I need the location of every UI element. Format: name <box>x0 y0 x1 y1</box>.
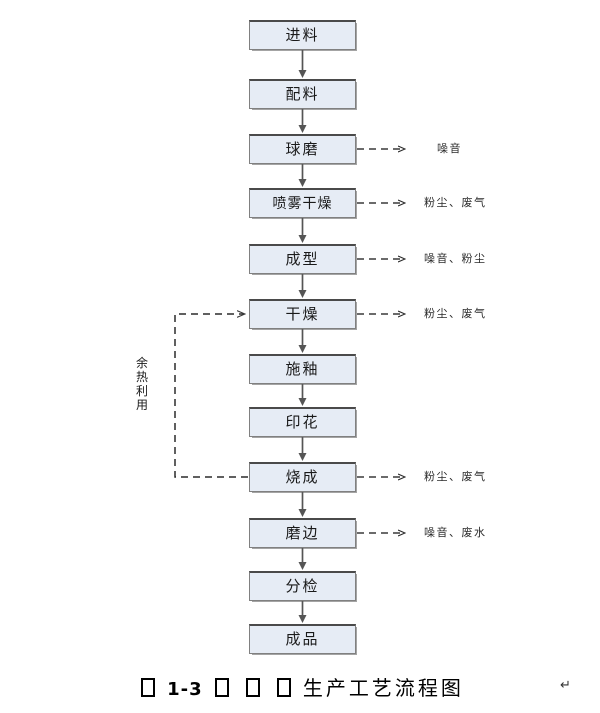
waste-heat-loop-arrow <box>174 314 248 478</box>
node-feed[interactable]: 进料 <box>249 20 356 50</box>
node-label: 进料 <box>285 26 320 44</box>
node-label: 喷雾干燥 <box>272 195 333 212</box>
missing-glyph-box <box>245 678 260 697</box>
missing-glyph-box <box>276 678 291 697</box>
emission-label-firing: 粉尘、废气 <box>424 470 487 483</box>
node-glazing[interactable]: 施釉 <box>249 354 356 384</box>
node-spray-drying[interactable]: 喷雾干燥 <box>249 188 356 218</box>
node-label: 球磨 <box>285 140 320 158</box>
node-label: 烧成 <box>285 468 320 486</box>
node-forming[interactable]: 成型 <box>249 244 356 274</box>
emission-label-forming: 噪音、粉尘 <box>424 252 487 265</box>
node-edging[interactable]: 磨边 <box>249 518 356 548</box>
node-ball-mill[interactable]: 球磨 <box>249 134 356 164</box>
emission-label-spray-drying: 粉尘、废气 <box>424 196 487 209</box>
node-firing[interactable]: 烧成 <box>249 462 356 492</box>
node-label: 干燥 <box>285 305 320 323</box>
node-label: 成型 <box>285 250 320 268</box>
emission-label-edging: 噪音、废水 <box>424 526 487 539</box>
node-label: 分检 <box>285 577 320 595</box>
waste-heat-loop-label: 余热 利用 <box>135 356 148 412</box>
paragraph-mark: ↵ <box>560 678 571 693</box>
node-label: 施釉 <box>285 360 320 378</box>
node-printing[interactable]: 印花 <box>249 407 356 437</box>
figure-number: 1-3 <box>167 679 203 700</box>
missing-glyph-box <box>141 678 156 697</box>
emission-label-drying: 粉尘、废气 <box>424 307 487 320</box>
node-label: 配料 <box>285 85 320 103</box>
node-batching[interactable]: 配料 <box>249 79 356 109</box>
node-finished-product[interactable]: 成品 <box>249 624 356 654</box>
node-sorting[interactable]: 分检 <box>249 571 356 601</box>
node-label: 磨边 <box>285 524 320 542</box>
figure-title: 生产工艺流程图 <box>302 676 464 700</box>
emission-label-ball-mill: 噪音 <box>437 142 462 155</box>
node-label: 印花 <box>285 413 320 431</box>
figure-caption: 1-3 生产工艺流程图 <box>0 672 600 701</box>
emission-arrows <box>357 149 404 533</box>
node-drying[interactable]: 干燥 <box>249 299 356 329</box>
node-label: 成品 <box>285 630 320 648</box>
missing-glyph-box <box>214 678 229 697</box>
